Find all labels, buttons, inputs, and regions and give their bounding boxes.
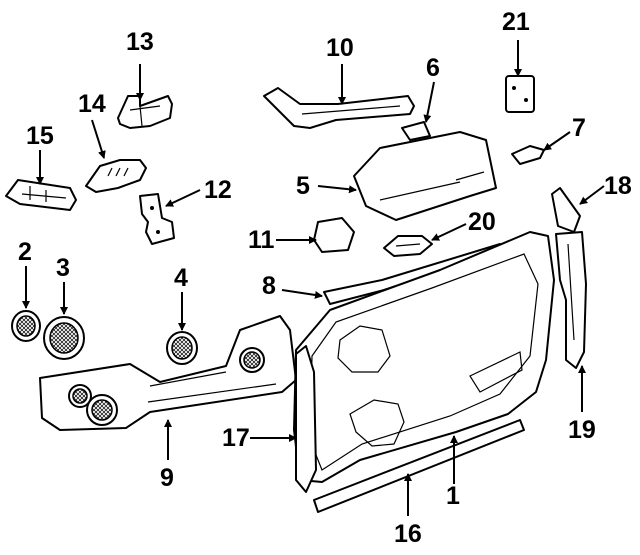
- callout-9: 9: [160, 464, 174, 492]
- part-18-corner-piece: [551, 187, 581, 233]
- callout-14: 14: [78, 90, 106, 118]
- part-11-reflector: [313, 217, 355, 253]
- callout-3: 3: [56, 254, 70, 282]
- callout-11: 11: [248, 226, 275, 254]
- callout-17: 17: [222, 424, 250, 452]
- part-9-lower-trim-panel: [39, 315, 297, 431]
- part-10-armrest-trim: [263, 87, 415, 129]
- callout-8: 8: [262, 272, 276, 300]
- part-5-armrest: [353, 131, 497, 221]
- callout-18: 18: [604, 172, 632, 200]
- part-13-bracket: [117, 95, 173, 129]
- part-6-switch: [401, 121, 431, 141]
- part-14-handle-cup: [85, 159, 147, 193]
- callout-15: 15: [26, 122, 54, 150]
- callout-7: 7: [572, 114, 586, 142]
- callout-5: 5: [296, 172, 310, 200]
- callout-4: 4: [174, 264, 188, 292]
- part-3-grille: [43, 316, 85, 360]
- part-17-side-molding: [295, 345, 317, 493]
- part-4-grille: [166, 331, 198, 365]
- callout-6: 6: [426, 54, 440, 82]
- callout-19: 19: [568, 416, 596, 444]
- callout-1: 1: [446, 482, 460, 510]
- callout-21: 21: [502, 8, 530, 36]
- callout-13: 13: [126, 28, 154, 56]
- leader-lines: [22, 40, 605, 516]
- callout-20: 20: [468, 208, 496, 236]
- part-15-pull-handle: [5, 179, 77, 211]
- part-19-edge-seal: [555, 231, 587, 369]
- callout-16: 16: [394, 520, 422, 548]
- callout-10: 10: [326, 34, 354, 62]
- part-7-switch: [511, 145, 545, 165]
- part-21-plate: [505, 75, 535, 113]
- part-16-sill-strip: [313, 419, 525, 513]
- part-12-bracket: [139, 193, 175, 245]
- callout-labels: 13 14 15 12 2 3 4 9 10 6 21 5 7 18 11 20…: [18, 8, 632, 548]
- part-2-grille: [11, 310, 41, 342]
- callout-2: 2: [18, 238, 32, 266]
- callout-12: 12: [204, 176, 232, 204]
- part-20-clip: [383, 235, 433, 257]
